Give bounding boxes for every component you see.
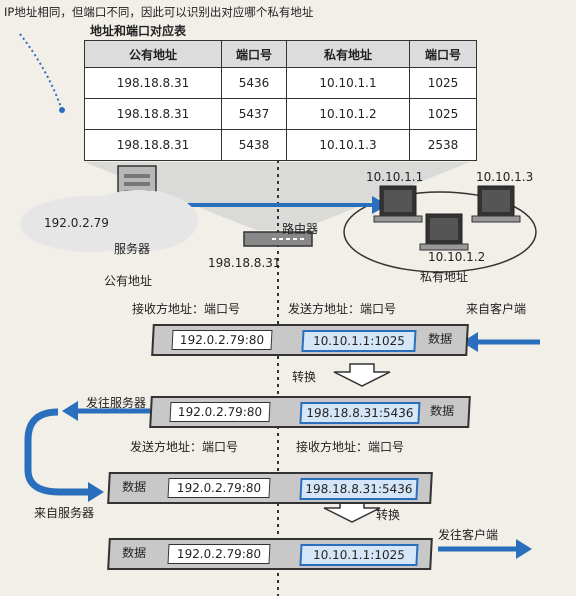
arrow-to-server: [62, 401, 78, 421]
table-row: 198.18.8.31 5436 10.10.1.1 1025: [84, 67, 477, 99]
pc-icon: [471, 185, 521, 223]
sender-address-label: 发送方地址：端口号: [288, 302, 397, 316]
address-port-table: 公有地址 端口号 私有地址 端口号 198.18.8.31 5436 10.10…: [84, 40, 477, 161]
sender-address: 192.0.2.79:80: [167, 544, 271, 564]
sender-address-label: 发送方地址：端口号: [130, 440, 239, 454]
packet: 192.0.2.79:80 198.18.8.31:5436 数据: [149, 396, 471, 428]
table-cell: 5436: [221, 67, 287, 99]
packet: 192.0.2.79:80 10.10.1.1:1025 数据: [151, 324, 469, 356]
arrow-from-client: [462, 332, 478, 352]
table-header: 端口号: [221, 40, 287, 68]
private-address-label: 私有地址: [420, 270, 469, 284]
data-label: 数据: [121, 546, 147, 560]
table-cell: 198.18.8.31: [84, 129, 222, 161]
private-network-ellipse: [343, 191, 537, 273]
convert-label: 转换: [376, 508, 401, 522]
table-header: 公有地址: [84, 40, 222, 68]
receiver-address: 198.18.8.31:5436: [299, 478, 419, 500]
receiver-address: 10.10.1.1:1025: [299, 544, 419, 566]
router-ip-label: 198.18.8.31: [208, 256, 281, 270]
table-cell: 5438: [221, 129, 287, 161]
server-label: 服务器: [114, 242, 151, 256]
pc-icon: [419, 213, 469, 251]
router-label: 路由器: [282, 222, 319, 236]
packet: 数据 192.0.2.79:80 198.18.8.31:5436: [107, 472, 433, 504]
data-label: 数据: [121, 480, 147, 494]
pc-icon: [373, 185, 423, 223]
data-label: 数据: [429, 404, 455, 418]
sender-address: 10.10.1.1:1025: [301, 330, 417, 352]
server-loop-arrow: [24, 408, 92, 496]
public-address-label: 公有地址: [104, 274, 153, 288]
table-cell: 1025: [409, 67, 477, 99]
packet: 数据 192.0.2.79:80 10.10.1.1:1025: [107, 538, 433, 570]
public-network-cloud: [80, 190, 198, 252]
table-header-row: 公有地址 端口号 私有地址 端口号: [84, 40, 477, 68]
to-server-label: 发往服务器: [86, 396, 147, 410]
sender-address: 198.18.8.31:5436: [299, 402, 421, 424]
table-cell: 10.10.1.3: [286, 129, 410, 161]
table-cell: 10.10.1.2: [286, 98, 410, 130]
callout-text: IP地址相同，但端口不同，因此可以识别出对应哪个私有地址: [4, 5, 314, 19]
from-client-label: 来自客户端: [466, 302, 527, 316]
table-row: 198.18.8.31 5438 10.10.1.3 2538: [84, 129, 477, 161]
table-cell: 2538: [409, 129, 477, 161]
receiver-address-label: 接收方地址：端口号: [296, 440, 405, 454]
server-ip-label: 192.0.2.79: [44, 216, 109, 230]
table-header: 端口号: [409, 40, 477, 68]
client-ip-label: 10.10.1.2: [428, 250, 486, 264]
table-row: 198.18.8.31 5437 10.10.1.2 1025: [84, 98, 477, 130]
arrow-to-client: [516, 539, 532, 559]
table-cell: 198.18.8.31: [84, 67, 222, 99]
table-cell: 198.18.8.31: [84, 98, 222, 130]
convert-arrow: [333, 363, 391, 387]
to-client-label: 发往客户端: [438, 528, 499, 542]
table-header: 私有地址: [286, 40, 410, 68]
sender-address: 192.0.2.79:80: [167, 478, 271, 498]
table-cell: 10.10.1.1: [286, 67, 410, 99]
table-cell: 1025: [409, 98, 477, 130]
client-ip-label: 10.10.1.1: [366, 170, 424, 184]
table-cell: 5437: [221, 98, 287, 130]
router-icon: [243, 231, 313, 247]
callout-pointer: [19, 33, 63, 111]
data-label: 数据: [427, 332, 453, 346]
convert-label: 转换: [292, 370, 317, 384]
receiver-address: 192.0.2.79:80: [169, 402, 271, 422]
receiver-address: 192.0.2.79:80: [171, 330, 273, 350]
receiver-address-label: 接收方地址：端口号: [132, 302, 241, 316]
table-title: 地址和端口对应表: [90, 24, 187, 38]
client-ip-label: 10.10.1.3: [476, 170, 534, 184]
from-server-label: 来自服务器: [34, 506, 95, 520]
